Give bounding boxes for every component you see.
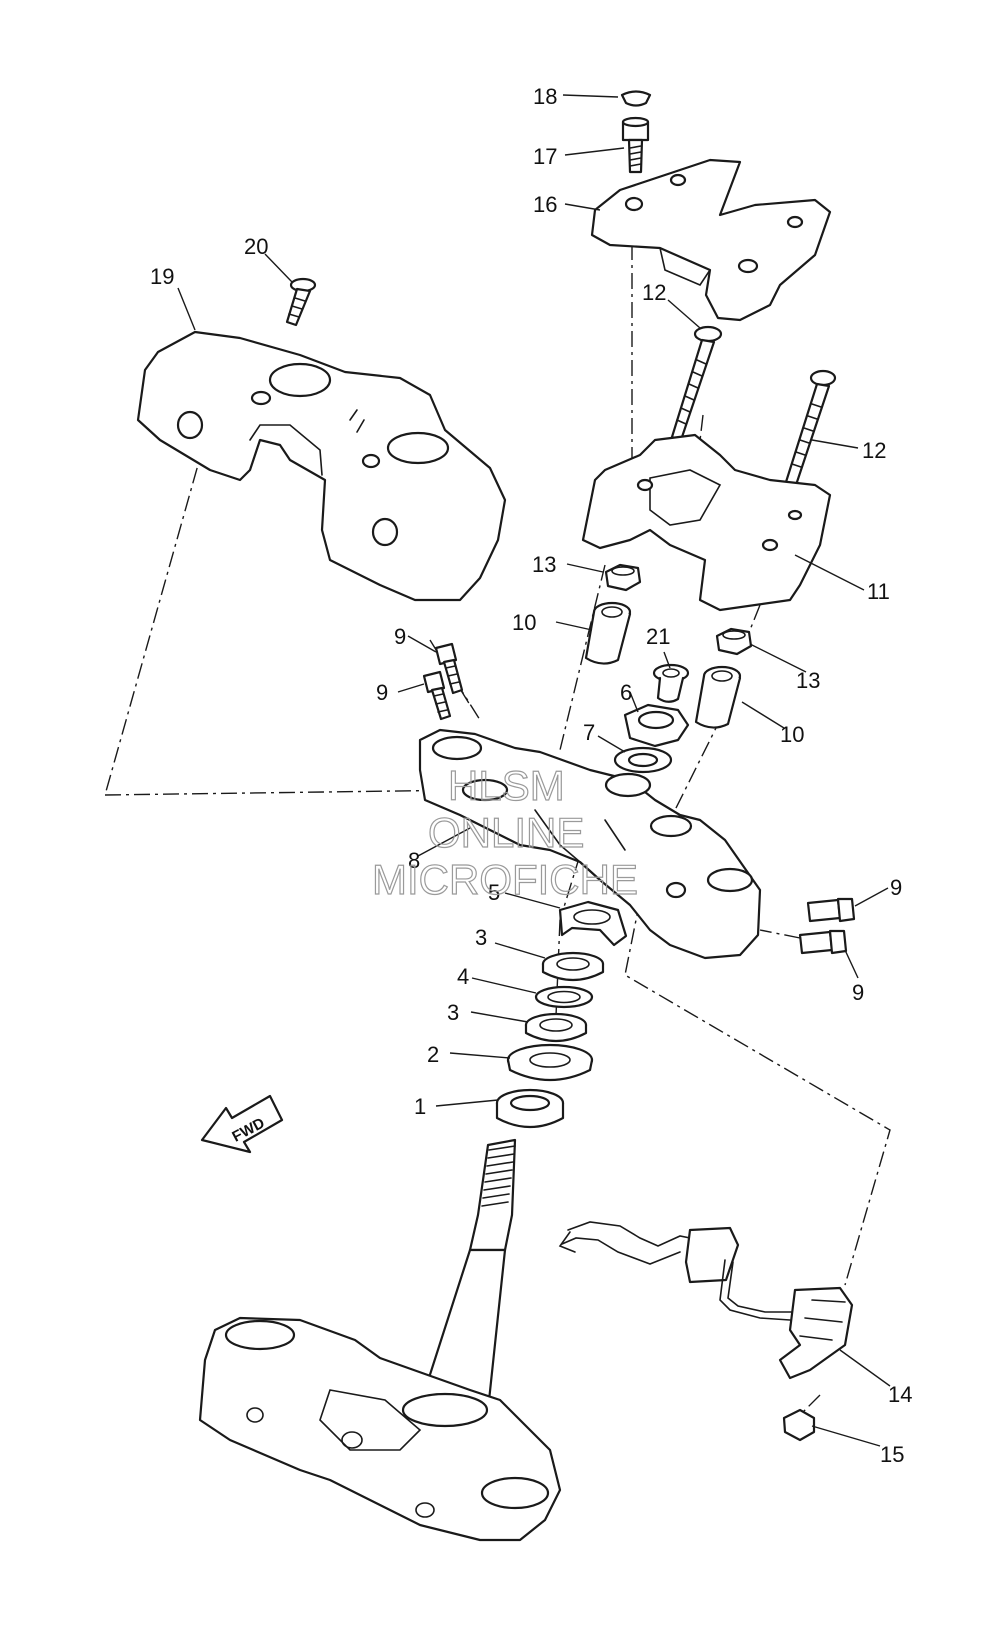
part-1-bearing bbox=[495, 1088, 565, 1128]
part-13-nut-a bbox=[604, 563, 642, 592]
part-9-bolt-b bbox=[422, 670, 452, 721]
part-14-cable-guide bbox=[558, 1221, 854, 1380]
callout-9a: 9 bbox=[394, 624, 406, 649]
part-16-handlebar-upper-holder bbox=[590, 158, 832, 322]
part-18-cap bbox=[620, 90, 652, 107]
callout-18: 18 bbox=[533, 84, 557, 109]
watermark-line-3: MICROFICHE bbox=[372, 856, 638, 903]
callout-6: 6 bbox=[620, 680, 632, 705]
callout-9b: 9 bbox=[376, 680, 388, 705]
callout-21: 21 bbox=[646, 624, 670, 649]
callout-9c: 9 bbox=[890, 875, 902, 900]
part-9-bolt-c bbox=[806, 897, 856, 923]
callout-10a: 10 bbox=[512, 610, 536, 635]
part-21-collar bbox=[652, 663, 690, 703]
part-4-lock-washer bbox=[534, 985, 594, 1009]
part-6-steering-nut bbox=[623, 703, 690, 748]
callout-3b: 3 bbox=[447, 1000, 459, 1025]
callout-13a: 13 bbox=[532, 552, 556, 577]
part-19-cover bbox=[136, 330, 507, 602]
part-20-screw bbox=[285, 277, 317, 327]
callout-16: 16 bbox=[533, 192, 557, 217]
callout-10b: 10 bbox=[780, 722, 804, 747]
callout-11: 11 bbox=[867, 579, 890, 604]
part-15-cap-nut bbox=[782, 1408, 816, 1442]
part-13-nut-b bbox=[715, 627, 753, 656]
callout-20: 20 bbox=[244, 234, 268, 259]
callout-2: 2 bbox=[427, 1042, 439, 1067]
callout-4: 4 bbox=[457, 964, 469, 989]
callout-3a: 3 bbox=[475, 925, 487, 950]
callout-19: 19 bbox=[150, 264, 174, 289]
callout-12b: 12 bbox=[862, 438, 886, 463]
part-11-handlebar-lower-holder bbox=[581, 433, 832, 612]
callout-14: 14 bbox=[888, 1382, 912, 1407]
part-10-damper-a bbox=[584, 601, 632, 665]
part-17-bolt bbox=[621, 116, 650, 174]
fwd-arrow-icon: FWD bbox=[200, 1094, 284, 1154]
part-5-ring bbox=[558, 900, 628, 947]
part-8-upper-bracket bbox=[418, 728, 762, 960]
part-12-bolt-b bbox=[784, 369, 837, 487]
part-2-bearing-cover bbox=[506, 1043, 594, 1082]
callout-17: 17 bbox=[533, 144, 557, 169]
part-9-bolt-d bbox=[798, 929, 848, 955]
part-3-ring-nut-b bbox=[524, 1012, 588, 1043]
part-12-bolt-a bbox=[670, 325, 723, 442]
callout-12a: 12 bbox=[642, 280, 666, 305]
callouts: 18 17 16 20 19 12 12 11 13 13 10 10 21 6… bbox=[150, 84, 912, 1467]
watermark: HLSM ONLINE MICROFICHE bbox=[371, 761, 638, 903]
callout-13b: 13 bbox=[796, 668, 820, 693]
leader-lines bbox=[177, 94, 891, 1447]
callout-1: 1 bbox=[414, 1094, 426, 1119]
callout-5: 5 bbox=[488, 880, 500, 905]
watermark-line-2: ONLINE bbox=[428, 809, 584, 856]
callout-15: 15 bbox=[880, 1442, 904, 1467]
part-7-washer bbox=[613, 746, 673, 774]
watermark-line-1: HLSM bbox=[448, 762, 565, 809]
callout-7: 7 bbox=[583, 720, 595, 745]
callout-9d: 9 bbox=[852, 980, 864, 1005]
part-steering-stem bbox=[198, 1138, 562, 1542]
part-9-bolt-a bbox=[434, 642, 464, 695]
callout-8: 8 bbox=[408, 848, 420, 873]
part-10-damper-b bbox=[694, 665, 742, 729]
part-3-ring-nut-a bbox=[541, 951, 605, 982]
